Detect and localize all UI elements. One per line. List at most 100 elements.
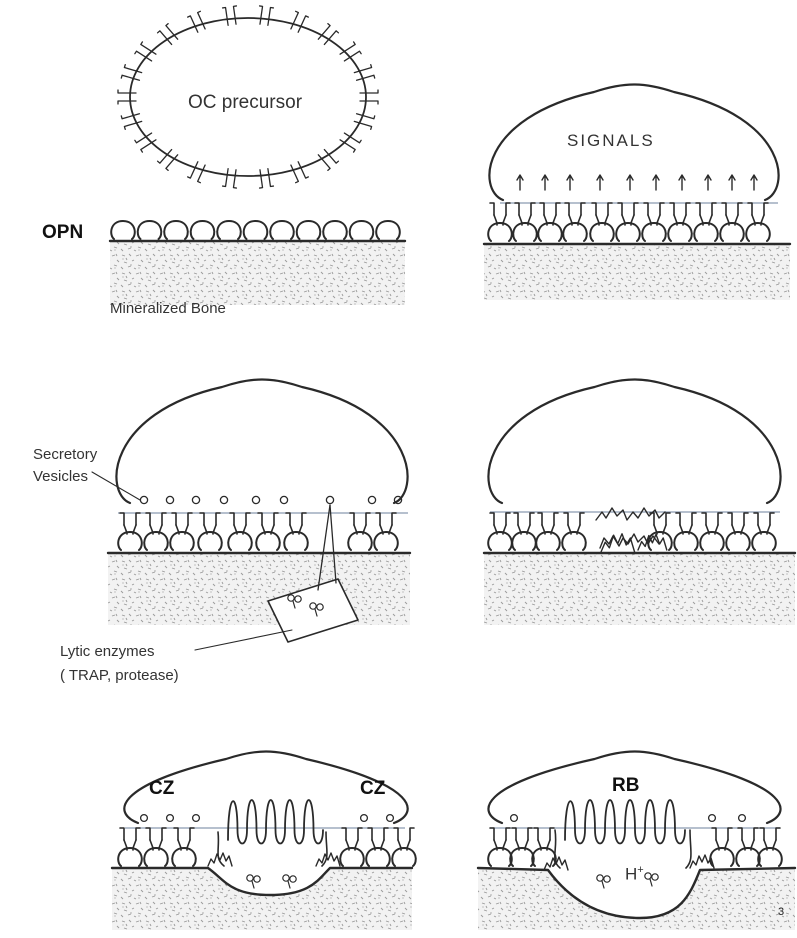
receptor-fork [120, 828, 140, 840]
opn-loop [191, 221, 215, 239]
integrin-receptor [144, 513, 168, 550]
signal-arrow [729, 175, 735, 190]
enzyme-head [652, 874, 658, 880]
secretory-vesicle [193, 815, 200, 822]
receptor-fork [200, 513, 220, 525]
receptor-fork [702, 513, 722, 525]
receptor-fork [490, 513, 510, 525]
integrin-receptor [736, 828, 760, 866]
signal-arrow [679, 175, 685, 190]
signal-arrow [597, 175, 603, 190]
integrin-receptor [488, 828, 512, 866]
integrin-receptor [510, 828, 534, 866]
integrin-receptor [340, 828, 364, 866]
lytic-enzymes-label-line2: ( TRAP, protease) [60, 667, 179, 684]
cell-layer [116, 18, 780, 828]
surface-integrin [188, 162, 205, 183]
signal-arrow [705, 175, 711, 190]
receptor-fork [120, 513, 140, 525]
receptor-fork [650, 513, 670, 525]
surface-integrin [188, 11, 205, 32]
receptor-opn-loop [118, 532, 142, 550]
ruffled-border-edge [218, 832, 327, 866]
receptor-opn-loop [562, 532, 586, 550]
receptor-opn-loop [118, 848, 142, 866]
secretory-vesicle [252, 496, 259, 503]
integrin-receptor [144, 828, 168, 866]
receptor-opn-loop [488, 223, 512, 241]
integrin-receptor [512, 513, 536, 550]
integrin-receptor [392, 828, 416, 866]
secretory-vesicle [167, 815, 174, 822]
secretory-vesicle [220, 496, 227, 503]
receptor-opn-loop [170, 532, 194, 550]
receptor-opn-loop [758, 848, 782, 866]
surface-integrin [291, 11, 308, 32]
receptor-opn-loop [532, 848, 556, 866]
receptor-opn-loop [726, 532, 750, 550]
integrin-receptor [746, 203, 770, 241]
receptor-fork [644, 203, 664, 215]
integrin-receptor [118, 513, 142, 550]
receptor-opn-loop [144, 848, 168, 866]
receptor-fork [540, 203, 560, 215]
receptor-fork [230, 513, 250, 525]
receptor-fork [258, 513, 278, 525]
opn-loop [164, 221, 188, 239]
secretory-vesicle [387, 815, 394, 822]
receptor-fork [592, 203, 612, 215]
receptor-fork [564, 513, 584, 525]
signals-label: SIGNALS [567, 131, 655, 151]
degraded-matrix [601, 534, 635, 552]
integrin-receptor [256, 513, 280, 550]
receptor-fork [748, 203, 768, 215]
secretory-vesicle [140, 496, 147, 503]
receptor-opn-loop [536, 532, 560, 550]
integrin-receptor [694, 203, 718, 241]
integrin-receptor [590, 203, 614, 241]
secretory-vesicle [361, 815, 368, 822]
integrin-receptor [758, 828, 782, 866]
integrin-receptor [228, 513, 252, 550]
receptor-fork [670, 203, 690, 215]
enzyme-leader-line [195, 630, 292, 650]
surface-integrin [360, 90, 378, 104]
lytic-enzymes-label-line1: Lytic enzymes [60, 643, 154, 660]
receptor-opn-loop [256, 532, 280, 550]
receptor-fork [342, 828, 362, 840]
receptor-fork [146, 513, 166, 525]
clear-zone-right-label: CZ [360, 778, 385, 800]
receptor-opn-loop [710, 848, 734, 866]
receptor-fork [760, 828, 780, 840]
receptor-opn-loop [340, 848, 364, 866]
proton-charge: + [637, 864, 643, 876]
receptor-fork [676, 513, 696, 525]
receptor-fork [565, 203, 585, 215]
receptor-fork [534, 828, 554, 840]
receptor-fork [512, 828, 532, 840]
bone-layer [108, 241, 795, 930]
receptor-opn-loop [642, 223, 666, 241]
receptor-opn-loop [563, 223, 587, 241]
opn-loop [270, 221, 294, 239]
receptor-fork [696, 203, 716, 215]
surface-integrin [223, 169, 237, 188]
receptor-fork [350, 513, 370, 525]
bone-matrix [112, 868, 412, 930]
receptor-opn-loop [720, 223, 744, 241]
receptor-opn-loop [746, 223, 770, 241]
receptor-opn-loop [674, 532, 698, 550]
surface-integrin [158, 24, 178, 45]
integrin-receptor [726, 513, 750, 550]
integrin-receptor [488, 513, 512, 550]
opn-loop [111, 221, 135, 239]
bone-matrix [108, 553, 410, 625]
enzyme-head [254, 876, 260, 882]
osteoclast-resorbing [488, 380, 780, 504]
integrin-receptor [348, 513, 372, 550]
receptor-opn-loop [510, 848, 534, 866]
receptor-fork [514, 513, 534, 525]
signal-arrow [627, 175, 633, 190]
surface-integrin [260, 6, 274, 25]
